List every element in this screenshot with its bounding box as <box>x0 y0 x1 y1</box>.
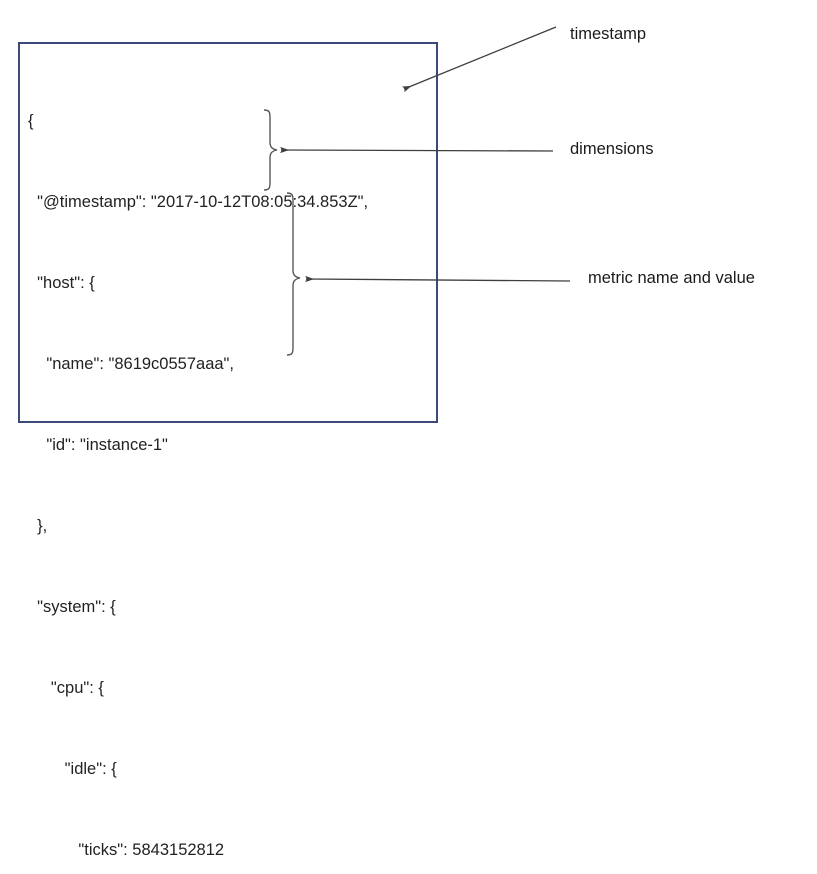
annotation-label-dimensions: dimensions <box>570 140 654 158</box>
json-code-block: { "@timestamp": "2017-10-12T08:05:34.853… <box>28 54 432 874</box>
code-line-host-open: "host": { <box>28 274 95 292</box>
code-line-ticks: "ticks": 5843152812 <box>28 841 225 859</box>
code-line-host-close: }, <box>28 517 48 535</box>
code-line-system-open: "system": { <box>28 598 116 616</box>
json-document-box: { "@timestamp": "2017-10-12T08:05:34.853… <box>18 42 438 859</box>
code-line-idle-open: "idle": { <box>28 760 117 778</box>
code-line-cpu-open: "cpu": { <box>28 679 104 697</box>
annotation-label-metric: metric name and value <box>588 269 755 287</box>
annotation-label-timestamp: timestamp <box>570 25 647 43</box>
diagram-canvas: { "@timestamp": "2017-10-12T08:05:34.853… <box>18 25 755 859</box>
code-line-timestamp: "@timestamp": "2017-10-12T08:05:34.853Z"… <box>28 193 369 211</box>
code-line: { <box>28 112 34 130</box>
code-line-host-id: "id": "instance-1" <box>28 436 168 454</box>
code-line-host-name: "name": "8619c0557aaa", <box>28 355 234 373</box>
